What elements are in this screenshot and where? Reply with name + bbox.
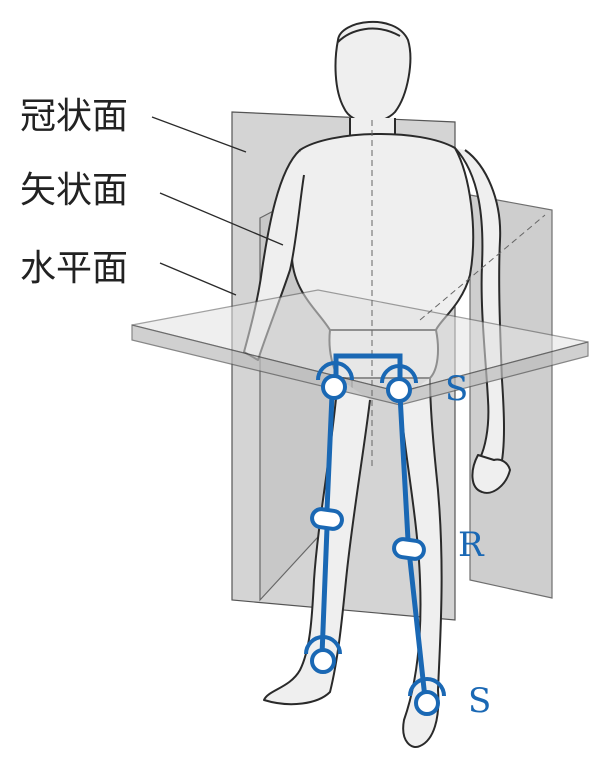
plane-guide-lines [371,120,546,470]
leader-lines [151,116,284,296]
label-knee-joint-type: R [458,525,485,565]
label-sagittal: 矢状面 [20,170,128,211]
label-ankle-joint-type: S [468,681,491,721]
leader-transverse [159,262,237,296]
left-hip-joint [316,361,354,400]
right-knee-joint [392,537,426,561]
label-hip-joint-type: S [445,369,468,409]
left-shank-link [319,525,330,658]
leader-sagittal [159,192,284,246]
right-shank-link [407,557,428,701]
left-thigh-link [324,392,335,513]
label-coronal: 冠状面 [20,96,128,137]
left-knee-joint [310,507,344,531]
leg-mechanism [319,353,428,701]
label-transverse: 水平面 [20,248,128,289]
left-ankle-joint [304,635,342,674]
leader-coronal [151,116,247,153]
right-ankle-joint [408,677,446,716]
right-hip-joint [380,364,418,403]
right-thigh-link [397,392,411,543]
